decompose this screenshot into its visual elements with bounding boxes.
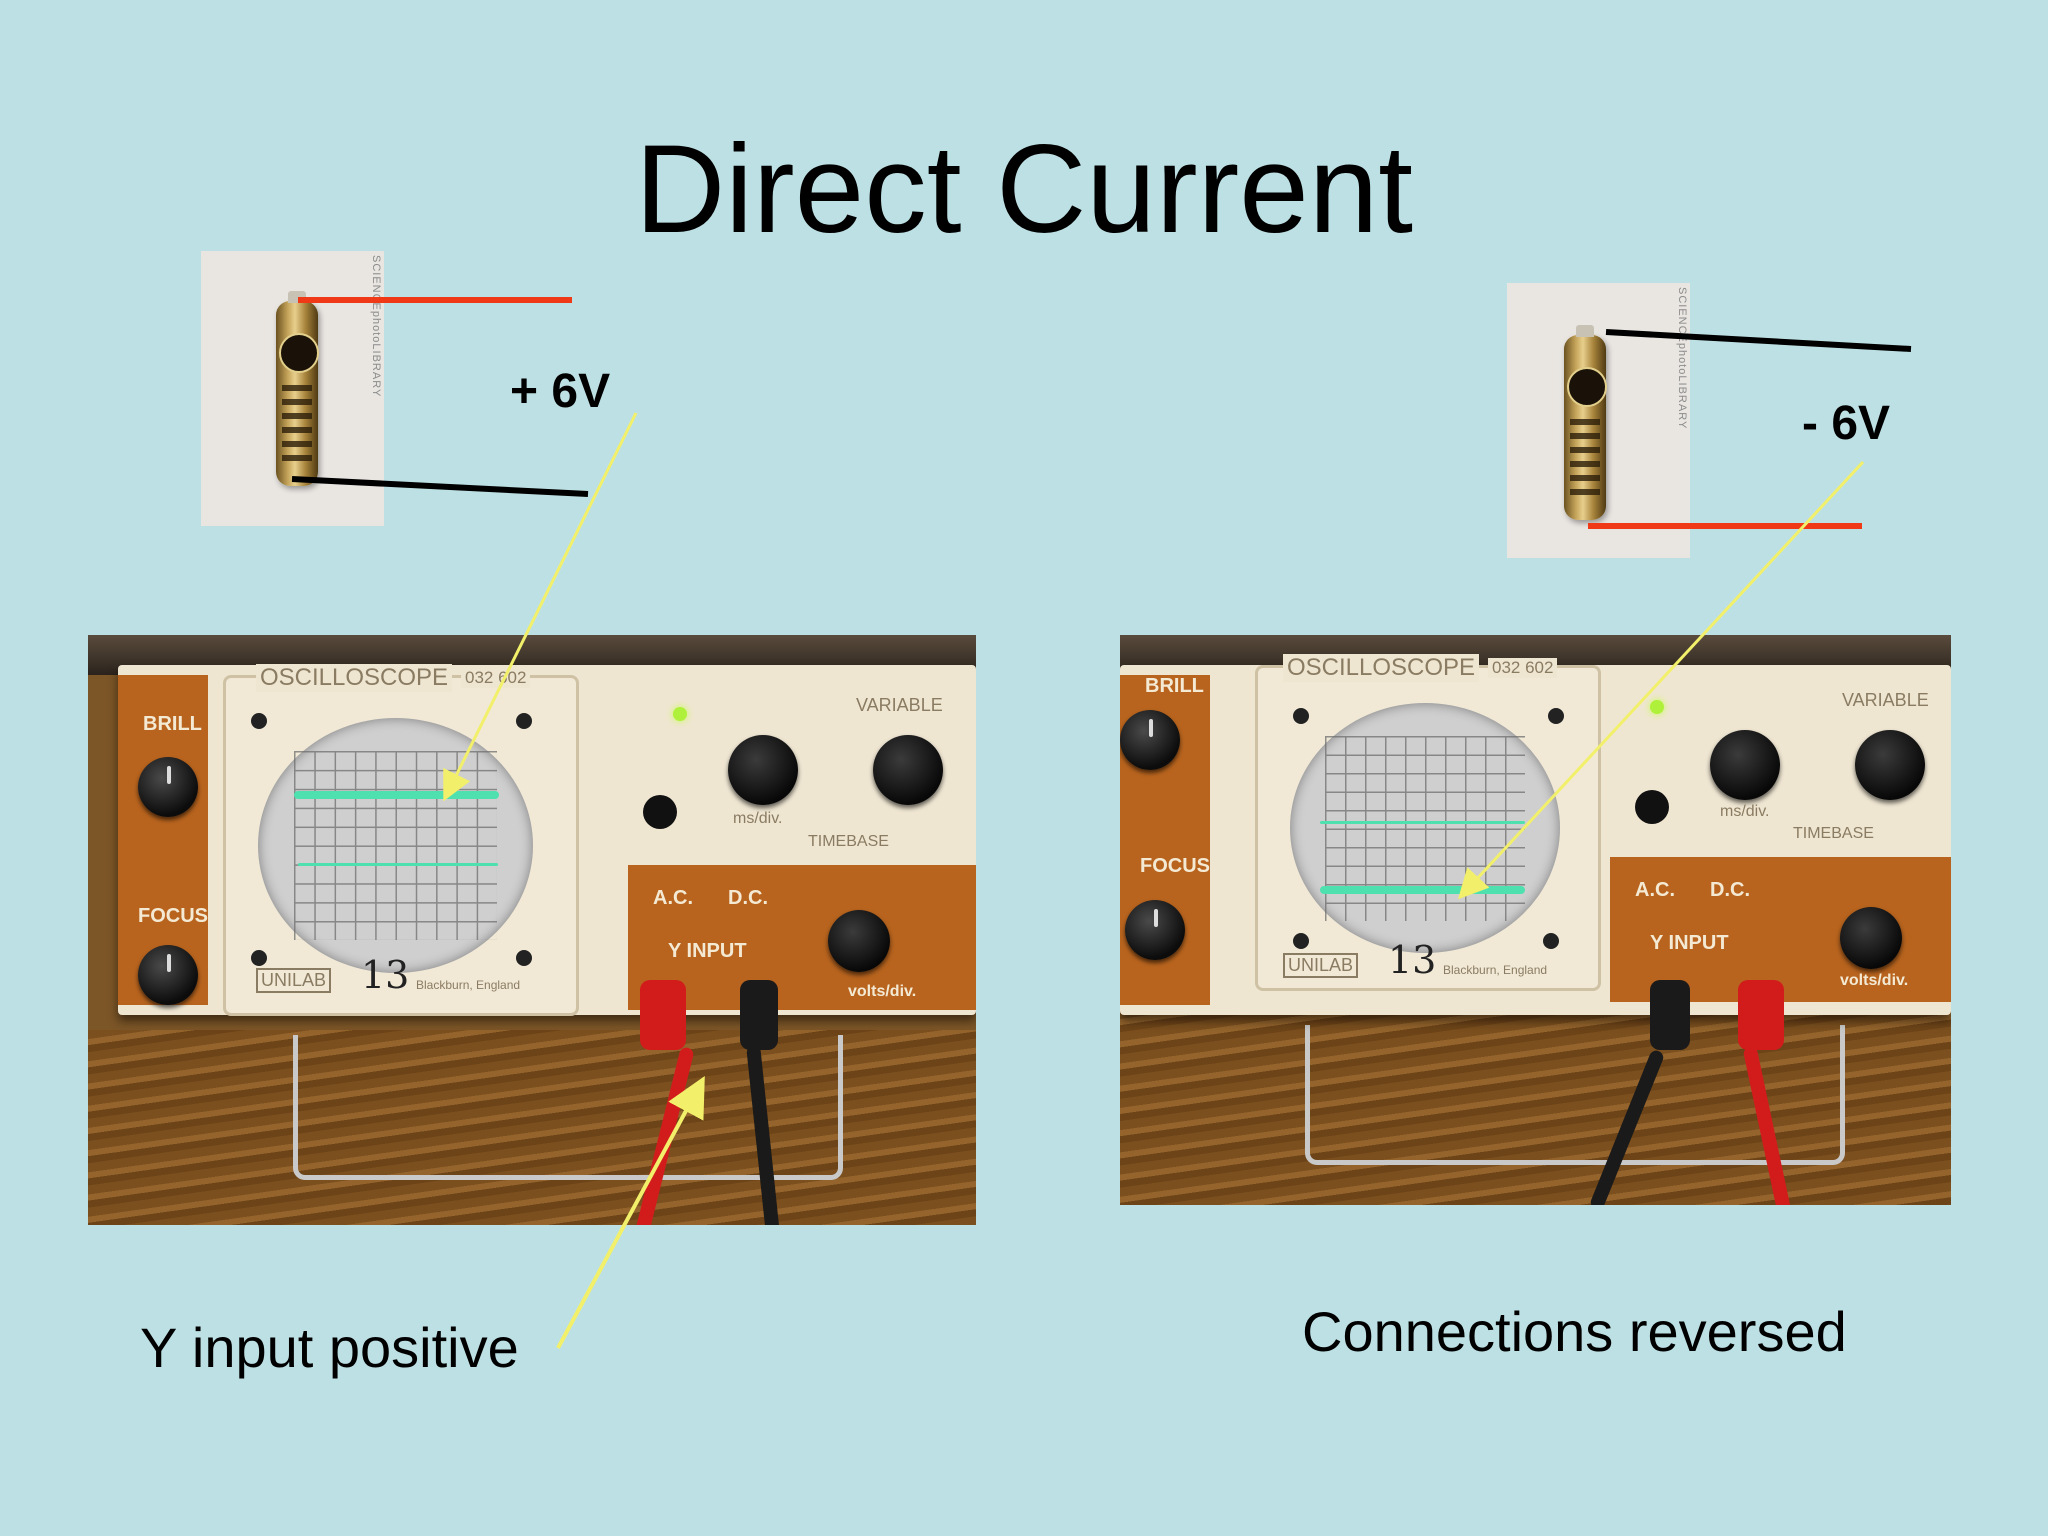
oscilloscope-photo-right: BRILL FOCUS OSCILLOSCOPE 032 602 UNILAB … (1120, 635, 1951, 1205)
dc-label: D.C. (1710, 879, 1750, 901)
variable-knob (873, 735, 943, 805)
crt-screen (258, 718, 533, 973)
photo-watermark: SCIENCEphotoLIBRARY (370, 255, 382, 398)
scope-model: 032 602 (1488, 658, 1558, 678)
crt-screen (1290, 703, 1560, 953)
timebase-knob (1710, 730, 1780, 800)
scope-name: OSCILLOSCOPE (1283, 654, 1480, 682)
battery-photo-right: SCIENCEphotoLIBRARY (1507, 283, 1690, 558)
voltage-label-right: - 6V (1802, 397, 1891, 450)
scope-model: 032 602 (461, 668, 531, 688)
focus-label: FOCUS (1140, 855, 1210, 877)
dc-label: D.C. (728, 887, 768, 909)
variable-knob (1855, 730, 1925, 800)
variable-label: VARIABLE (1842, 690, 1929, 710)
oscilloscope-photo-left: BRILL FOCUS OSCILLOSCOPE 032 602 UNILAB … (88, 635, 976, 1225)
timebase-label: TIMEBASE (1793, 825, 1874, 842)
brill-knob (1120, 710, 1180, 770)
volts-knob (1840, 907, 1902, 969)
battery-image (1564, 325, 1607, 520)
volts-div-label: volts/div. (1840, 972, 1909, 989)
screen-panel: OSCILLOSCOPE 032 602 UNILAB 13 Blackburn… (1255, 654, 1601, 991)
brill-knob (138, 757, 198, 817)
reference-trace (1320, 821, 1525, 824)
volts-knob (828, 910, 890, 972)
volts-div-label: volts/div. (848, 983, 917, 1000)
maker-address: Blackburn, England (1443, 963, 1548, 977)
battery-image (276, 291, 319, 486)
unilab-logo: UNILAB (256, 968, 332, 993)
slide-title: Direct Current (635, 120, 1413, 259)
maker-address: Blackburn, England (416, 978, 521, 992)
ms-div-label: ms/div. (1720, 803, 1770, 820)
battery-photo-left: SCIENCEphotoLIBRARY (201, 251, 384, 526)
screen-panel: OSCILLOSCOPE 032 602 UNILAB 13 Blackburn… (223, 664, 579, 1016)
y-input-panel: A.C. D.C. Y INPUT volts/div. (628, 865, 976, 1010)
ac-label: A.C. (653, 887, 693, 909)
caption-right: Connections reversed (1302, 1300, 1847, 1363)
brill-label: BRILL (143, 713, 202, 735)
timebase-knob (728, 735, 798, 805)
ac-label: A.C. (1635, 879, 1675, 901)
ms-div-label: ms/div. (733, 810, 783, 827)
unit-number: 13 (361, 953, 410, 997)
timebase-label: TIMEBASE (808, 833, 889, 850)
unilab-logo: UNILAB (1283, 953, 1359, 978)
caption-left: Y input positive (140, 1316, 519, 1379)
focus-label: FOCUS (138, 905, 208, 927)
brill-label: BRILL (1145, 675, 1204, 697)
trace-line (1320, 886, 1525, 894)
unit-number: 13 (1388, 938, 1437, 982)
voltage-label-left: + 6V (510, 365, 611, 418)
y-input-label: Y INPUT (668, 940, 747, 962)
scope-name: OSCILLOSCOPE (256, 664, 453, 692)
photo-watermark: SCIENCEphotoLIBRARY (1676, 287, 1688, 430)
variable-label: VARIABLE (856, 695, 943, 715)
focus-knob (138, 945, 198, 1005)
reference-trace (298, 863, 498, 866)
trace-line (294, 791, 499, 799)
y-input-label: Y INPUT (1650, 932, 1729, 954)
focus-knob (1125, 900, 1185, 960)
